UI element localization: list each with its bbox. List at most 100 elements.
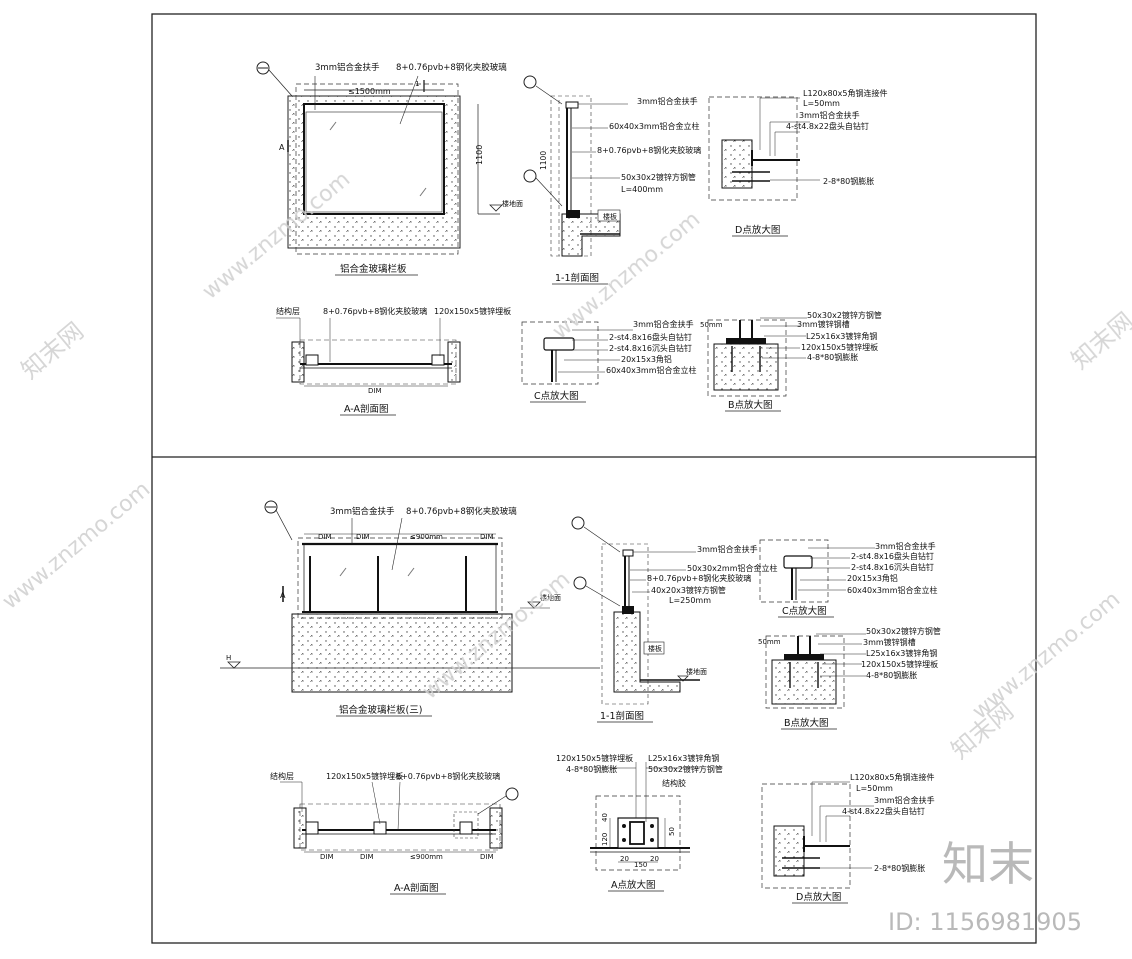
p2-A-label-3: 50x30x2镀锌方钢管	[648, 764, 723, 774]
p2-front-label-handrail: 3mm铝合金扶手	[330, 506, 395, 517]
panel2-detail-A: 120x150x5镀锌埋板 L25x16x3镀锌角钢 4-8*80钢膨胀 50x…	[556, 753, 723, 892]
p2-A-dim-2: 50	[668, 827, 676, 836]
p2-C-title: C点放大图	[782, 605, 827, 617]
panel2-front-elevation: 3mm铝合金扶手 8+0.76pvb+8钢化夹胶玻璃 DIM DIM ≤900m…	[220, 500, 600, 717]
p2-s11-title: 1-1剖面图	[600, 710, 644, 722]
watermark-logo: 知末	[942, 837, 1034, 891]
p2-D-label-0: L120x80x5角钢连接件	[850, 772, 934, 782]
p2-A-dim-5: 20	[650, 855, 659, 863]
p1-AA-label-2: 120x150x5镀锌埋板	[434, 306, 511, 316]
p1-B-label-4: 4-8*80钢膨胀	[807, 352, 858, 362]
p2-front-section-mark: A	[280, 591, 286, 600]
watermark-id: ID: 1156981905	[888, 908, 1082, 936]
p1-front-section-mark: A	[279, 143, 285, 152]
p2-A-dim-0: 120	[601, 833, 609, 846]
p2-C-label-1: 2-st4.8x16盘头自钻钉	[851, 551, 934, 561]
panel2-section-AA: 结构层 120x150x5镀锌埋板 8+0.76pvb+8钢化夹胶玻璃 DIM …	[270, 771, 519, 895]
watermark-layer: www.znzmo.com www.znzmo.com www.znzmo.co…	[0, 167, 1132, 765]
p1-AA-dim: DIM	[368, 387, 382, 395]
p2-A-title: A点放大图	[611, 879, 656, 891]
p2-front-level-mark2: 楼地面	[540, 593, 561, 602]
p1-s11-title: 1-1剖面图	[555, 272, 599, 284]
p1-front-dim-width: ≤1500mm	[348, 87, 391, 96]
p2-AA-dim-3: DIM	[480, 853, 494, 861]
sheet-border	[151, 13, 1037, 944]
p2-front-dim-3: DIM	[480, 533, 494, 541]
p1-AA-title: A-A剖面图	[344, 403, 389, 415]
p1-B-dim: 50mm	[700, 321, 723, 329]
p2-B-label-3: 120x150x5镀锌埋板	[861, 659, 938, 669]
p1-front-ref-a: 1	[415, 80, 419, 88]
panel1-section-1-1: 1100 3mm铝合金扶手 60x40x3mm铝合金立柱 8+0.76pvb+8…	[523, 75, 701, 285]
watermark-brand-2: 知末网	[1066, 307, 1132, 375]
p2-D-label-4: 2-8*80钢膨胀	[874, 863, 925, 873]
p2-D-title: D点放大图	[796, 891, 841, 903]
p1-D-label-2: 3mm铝合金扶手	[799, 110, 860, 120]
panel2-detail-C: 3mm铝合金扶手 2-st4.8x16盘头自钻钉 2-st4.8x16沉头自钻钉…	[759, 539, 938, 618]
p2-D-label-1: L=50mm	[856, 784, 893, 793]
watermark-brand-1: 知末网	[16, 317, 89, 385]
p1-C-title: C点放大图	[534, 390, 579, 402]
p1-C-label-2: 2-st4.8x16沉头自钻钉	[609, 343, 692, 353]
p2-A-label-1: L25x16x3镀锌角钢	[648, 753, 719, 763]
p1-s11-label-4: L=400mm	[621, 185, 663, 194]
p1-B-label-0: 50x30x2镀锌方钢管	[807, 310, 882, 320]
p2-C-label-2: 2-st4.8x16沉头自钻钉	[851, 562, 934, 572]
p2-AA-dim-1: DIM	[360, 853, 374, 861]
p2-front-dim-2: ≤900mm	[410, 533, 443, 541]
p1-front-level-mark: 楼地面	[502, 199, 523, 208]
p2-front-level-mark: H	[226, 654, 231, 662]
panel2-section-1-1: 3mm铝合金扶手 50x30x2mm铝合金立柱 8+0.76pvb+8钢化夹胶玻…	[571, 516, 778, 723]
p1-s11-label-1: 60x40x3mm铝合金立柱	[609, 121, 700, 131]
panel2-detail-B: 50x30x2镀锌方钢管 3mm镀锌钢槽 L25x16x3镀锌角钢 120x15…	[758, 626, 941, 730]
p1-B-label-2: L25x16x3镀锌角钢	[806, 331, 877, 341]
p1-B-title: B点放大图	[728, 399, 773, 411]
p2-AA-label-2: 8+0.76pvb+8钢化夹胶玻璃	[396, 771, 500, 781]
watermark-site-3: www.znzmo.com	[0, 477, 155, 615]
p2-AA-title: A-A剖面图	[394, 882, 439, 894]
p2-front-label-glass: 8+0.76pvb+8钢化夹胶玻璃	[406, 506, 517, 517]
p1-AA-label-1: 8+0.76pvb+8钢化夹胶玻璃	[323, 306, 427, 316]
p1-C-label-4: 60x40x3mm铝合金立柱	[606, 365, 697, 375]
p2-s11-label-3: 40x20x3镀锌方钢管	[651, 585, 726, 595]
p1-D-label-4: 2-8*80钢膨胀	[823, 176, 874, 186]
p1-C-label-3: 20x15x3角铝	[621, 354, 672, 364]
p2-s11-label-2: 8+0.76pvb+8钢化夹胶玻璃	[647, 573, 751, 583]
p2-AA-label-0: 结构层	[270, 771, 294, 781]
p2-B-label-2: L25x16x3镀锌角钢	[866, 648, 937, 658]
p2-AA-label-1: 120x150x5镀锌埋板	[326, 771, 403, 781]
panel1-detail-C: 3mm铝合金扶手 2-st4.8x16盘头自钻钉 2-st4.8x16沉头自钻钉…	[521, 319, 697, 403]
p2-C-label-3: 20x15x3角铝	[847, 573, 898, 583]
p1-s11-label-2: 8+0.76pvb+8钢化夹胶玻璃	[597, 145, 701, 155]
p2-s11-label-4: L=250mm	[669, 596, 711, 605]
p2-A-label-2: 4-8*80钢膨胀	[566, 764, 617, 774]
p2-s11-level-mark: 楼地面	[686, 667, 707, 676]
p2-C-label-0: 3mm铝合金扶手	[875, 541, 936, 551]
p2-front-dim-0: DIM	[318, 533, 332, 541]
p2-A-dim-4: 150	[634, 861, 647, 869]
p1-B-label-3: 120x150x5镀锌埋板	[801, 342, 878, 352]
panel2-detail-D: L120x80x5角钢连接件 L=50mm 3mm铝合金扶手 4-st4.8x2…	[761, 772, 935, 904]
p1-front-dim-height: 1100	[475, 145, 484, 165]
p2-AA-dim-2: ≤900mm	[410, 853, 443, 861]
p2-s11-label-0: 3mm铝合金扶手	[697, 544, 758, 554]
p1-s11-dim: 1100	[539, 151, 548, 170]
p2-s11-label-1: 50x30x2mm铝合金立柱	[687, 563, 778, 573]
p2-B-label-0: 50x30x2镀锌方钢管	[866, 626, 941, 636]
p1-s11-tag: 楼板	[603, 212, 617, 221]
panel1-section-AA: 结构层 8+0.76pvb+8钢化夹胶玻璃 120x150x5镀锌埋板 DIM …	[276, 306, 511, 416]
p1-front-title: 铝合金玻璃栏板	[340, 263, 407, 275]
p2-AA-dim-0: DIM	[320, 853, 334, 861]
p2-A-dim-3: 20	[620, 855, 629, 863]
p2-B-label-1: 3mm镀锌钢槽	[863, 637, 916, 647]
p2-A-label-0: 120x150x5镀锌埋板	[556, 753, 633, 763]
panel1-detail-D: L120x80x5角钢连接件 L=50mm 3mm铝合金扶手 4-st4.8x2…	[708, 88, 887, 237]
p2-A-label-4: 结构胶	[662, 778, 686, 788]
p2-B-label-4: 4-8*80钢膨胀	[866, 670, 917, 680]
p1-s11-label-0: 3mm铝合金扶手	[637, 96, 698, 106]
panel1-front-elevation: 3mm铝合金扶手 8+0.76pvb+8钢化夹胶玻璃 ≤1500mm 1100 …	[256, 61, 523, 276]
p1-s11-label-3: 50x30x2镀锌方钢管	[621, 172, 696, 182]
p2-B-dim: 50mm	[758, 638, 781, 646]
p1-B-label-1: 3mm镀锌钢槽	[797, 319, 850, 329]
